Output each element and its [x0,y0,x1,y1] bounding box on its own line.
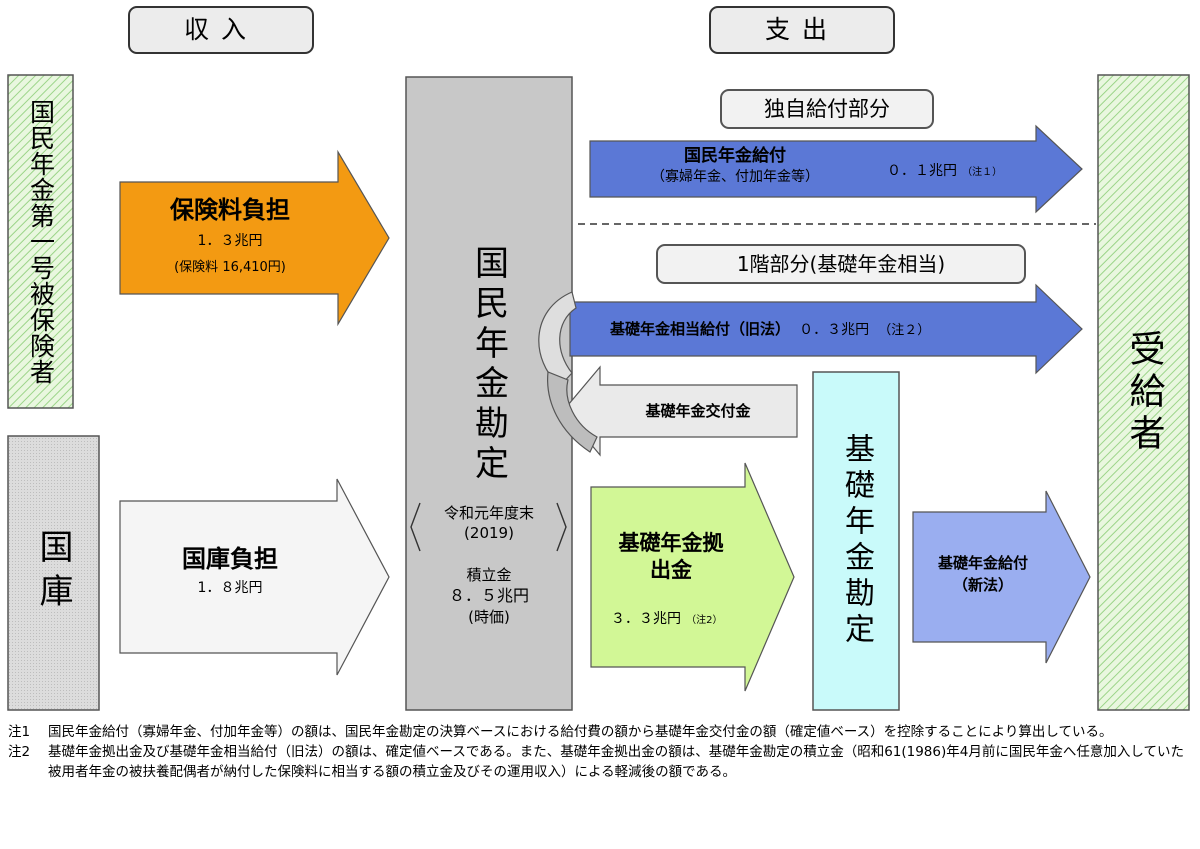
contribution-amount: ３．３兆円 [611,611,681,627]
notes: 注1 国民年金給付（寡婦年金、付加年金等）の額は、国民年金勘定の決算ベースにおけ… [8,722,1196,782]
period-bracket-right [556,502,567,552]
contribution-note: （注2） [686,615,723,626]
note-2: 注2 基礎年金拠出金及び基礎年金相当給付（旧法）の額は、確定値ベースである。また… [8,742,1196,782]
treasury-title: 国庫負担 [182,545,278,573]
recipient-label: 受給者 [1123,329,1165,456]
own-benefit-label: 独自給付部分 [720,89,934,129]
npa-box [405,76,573,711]
note-2-text: 基礎年金拠出金及び基礎年金相当給付（旧法）の額は、確定値ベースである。また、基礎… [48,744,1184,780]
basic-new-title: 基礎年金給付 [937,554,1028,572]
bpa-box [812,371,900,711]
np-benefit-text: 国民年金給付 （寡婦年金、付加年金等） [600,145,870,187]
basic-equiv-text: 基礎年金相当給付（旧法） ０．３兆円 （注２） [610,318,1040,339]
treasury-arrow [119,478,390,676]
contribution-title: 基礎年金拠出金 [618,531,724,582]
treasury-label: 国庫 [33,529,73,617]
np-benefit-amount: ０．１兆円 [887,163,957,179]
premium-title: 保険料負担 [170,196,290,224]
np-benefit-sub: （寡婦年金、付加年金等） [651,169,819,185]
npa-period: 令和元年度末 (2019) [443,504,534,542]
note-1-text: 国民年金給付（寡婦年金、付加年金等）の額は、国民年金勘定の決算ベースにおける給付… [48,724,1113,740]
np-benefit-arrow [589,124,1083,214]
basic-equiv-title: 基礎年金相当給付（旧法） [610,320,791,338]
basic-equiv-arrow [569,283,1083,375]
npa-fund-label: 積立金 [466,566,512,584]
premium-arrow [119,149,390,327]
income-header: 収入 [128,6,314,54]
basic-new-text: 基礎年金給付 （新法） [913,552,1053,596]
expenditure-header: 支出 [709,6,895,54]
premium-note: (保険料 16,410円) [174,260,286,275]
insured-label: 国民年金第一号被保険者 [26,98,56,385]
treasury-arrow-text: 国庫負担 1．８兆円 [120,543,340,599]
basic-new-arrow [912,490,1091,664]
contribution-amount-row: ３．３兆円 （注2） [611,608,761,628]
note-2-label: 注2 [8,744,31,760]
premium-amount: 1．３兆円 [197,233,263,249]
np-benefit-note: （注１） [962,167,1003,178]
np-benefit-amount-row: ０．１兆円 （注１） [887,160,1037,180]
insured-box [7,74,74,409]
contribution-arrow [590,462,795,692]
transfer-curve-lower [547,371,598,453]
npa-fund-amount: ８．５兆円 [448,586,529,605]
period-bracket-left [410,502,421,552]
treasury-amount: 1．８兆円 [197,580,263,596]
basic-equiv-note: （注２） [878,323,931,338]
basic-equiv-amount: ０．３兆円 [799,322,870,338]
note-1-label: 注1 [8,724,31,740]
np-benefit-title: 国民年金給付 [684,146,786,166]
bpa-label: 基礎年金勘定 [839,433,874,649]
npa-label: 国民年金勘定 [468,245,509,485]
tier1-label: 1階部分(基礎年金相当) [656,244,1026,284]
npa-fund-note: (時価) [468,608,510,626]
treasury-box [7,435,100,711]
grant-label: 基礎年金交付金 [645,402,751,420]
note-1: 注1 国民年金給付（寡婦年金、付加年金等）の額は、国民年金勘定の決算ベースにおけ… [8,722,1196,742]
recipient-box [1097,74,1190,711]
contribution-text: 基礎年金拠出金 [591,530,751,584]
basic-new-sub: （新法） [952,576,1013,594]
premium-arrow-text: 保険料負担 1．３兆円 (保険料 16,410円) [120,194,340,278]
